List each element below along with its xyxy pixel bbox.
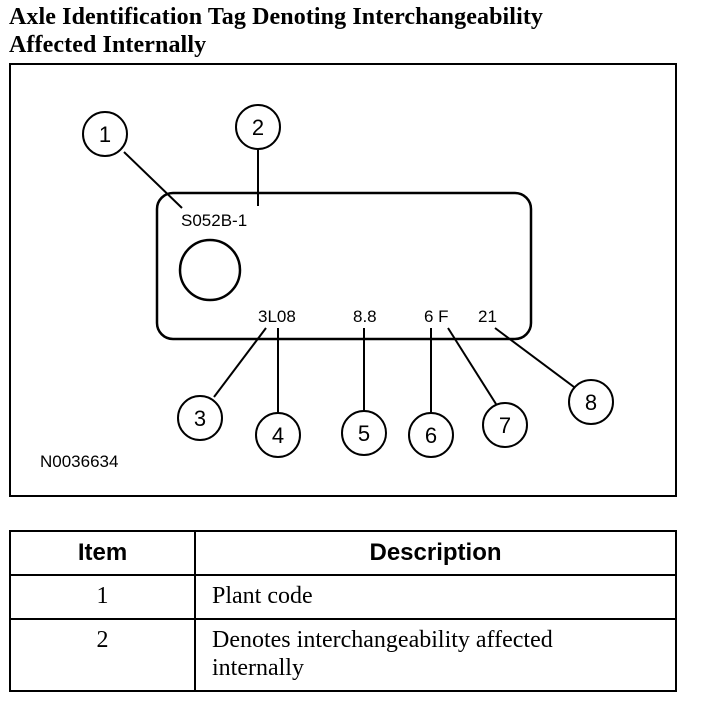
legend-table: Item Description 1 Plant code 2 Denotes … xyxy=(9,530,677,692)
callout-6: 6 xyxy=(408,412,454,458)
tag-code-6f: 6 F xyxy=(424,307,449,326)
legend-header-row: Item Description xyxy=(9,530,677,576)
tag-code-21: 21 xyxy=(478,307,497,326)
row-description-line-2: internally xyxy=(212,655,304,681)
callout-number-4: 4 xyxy=(272,423,284,448)
figure-number: N0036634 xyxy=(40,452,118,471)
row-description: Plant code xyxy=(194,574,677,620)
callout-7: 7 xyxy=(482,402,528,448)
document-title-line-2: Affected Internally xyxy=(9,32,207,58)
callout-number-8: 8 xyxy=(585,390,597,415)
tag-code-plant: S052B-1 xyxy=(181,211,247,230)
identification-tag xyxy=(155,191,533,341)
callout-number-7: 7 xyxy=(499,413,511,438)
header-description: Description xyxy=(194,530,677,576)
row-description-line-1: Denotes interchangeability affected xyxy=(212,627,553,653)
callout-3: 3 xyxy=(177,395,223,441)
leader-line-1 xyxy=(123,151,183,209)
leader-line-7 xyxy=(447,327,497,405)
leader-line-8 xyxy=(494,327,575,388)
callout-number-3: 3 xyxy=(194,406,206,431)
leader-lines xyxy=(123,150,575,413)
callout-number-6: 6 xyxy=(425,423,437,448)
document-title: Axle Identification Tag Denoting Interch… xyxy=(9,3,699,59)
tag-code-3l08: 3L08 xyxy=(258,307,296,326)
leader-line-3 xyxy=(213,327,267,398)
tag-code-ratio: 8.8 xyxy=(353,307,377,326)
callout-2: 2 xyxy=(235,104,281,150)
row-item-number: 1 xyxy=(9,574,196,620)
callout-number-1: 1 xyxy=(99,122,111,147)
header-item: Item xyxy=(9,530,196,576)
table-row: 2 Denotes interchangeability affected in… xyxy=(9,618,677,692)
callout-1: 1 xyxy=(82,111,128,157)
callout-number-5: 5 xyxy=(358,421,370,446)
table-row: 1 Plant code xyxy=(9,574,677,620)
tag-mounting-hole xyxy=(178,238,242,302)
callout-5: 5 xyxy=(341,410,387,456)
row-item-number: 2 xyxy=(9,618,196,692)
callout-8: 8 xyxy=(568,379,614,425)
callout-4: 4 xyxy=(255,412,301,458)
callout-number-2: 2 xyxy=(252,115,264,140)
document-title-line-1: Axle Identification Tag Denoting Interch… xyxy=(9,4,544,30)
row-description: Denotes interchangeability affected inte… xyxy=(194,618,677,692)
